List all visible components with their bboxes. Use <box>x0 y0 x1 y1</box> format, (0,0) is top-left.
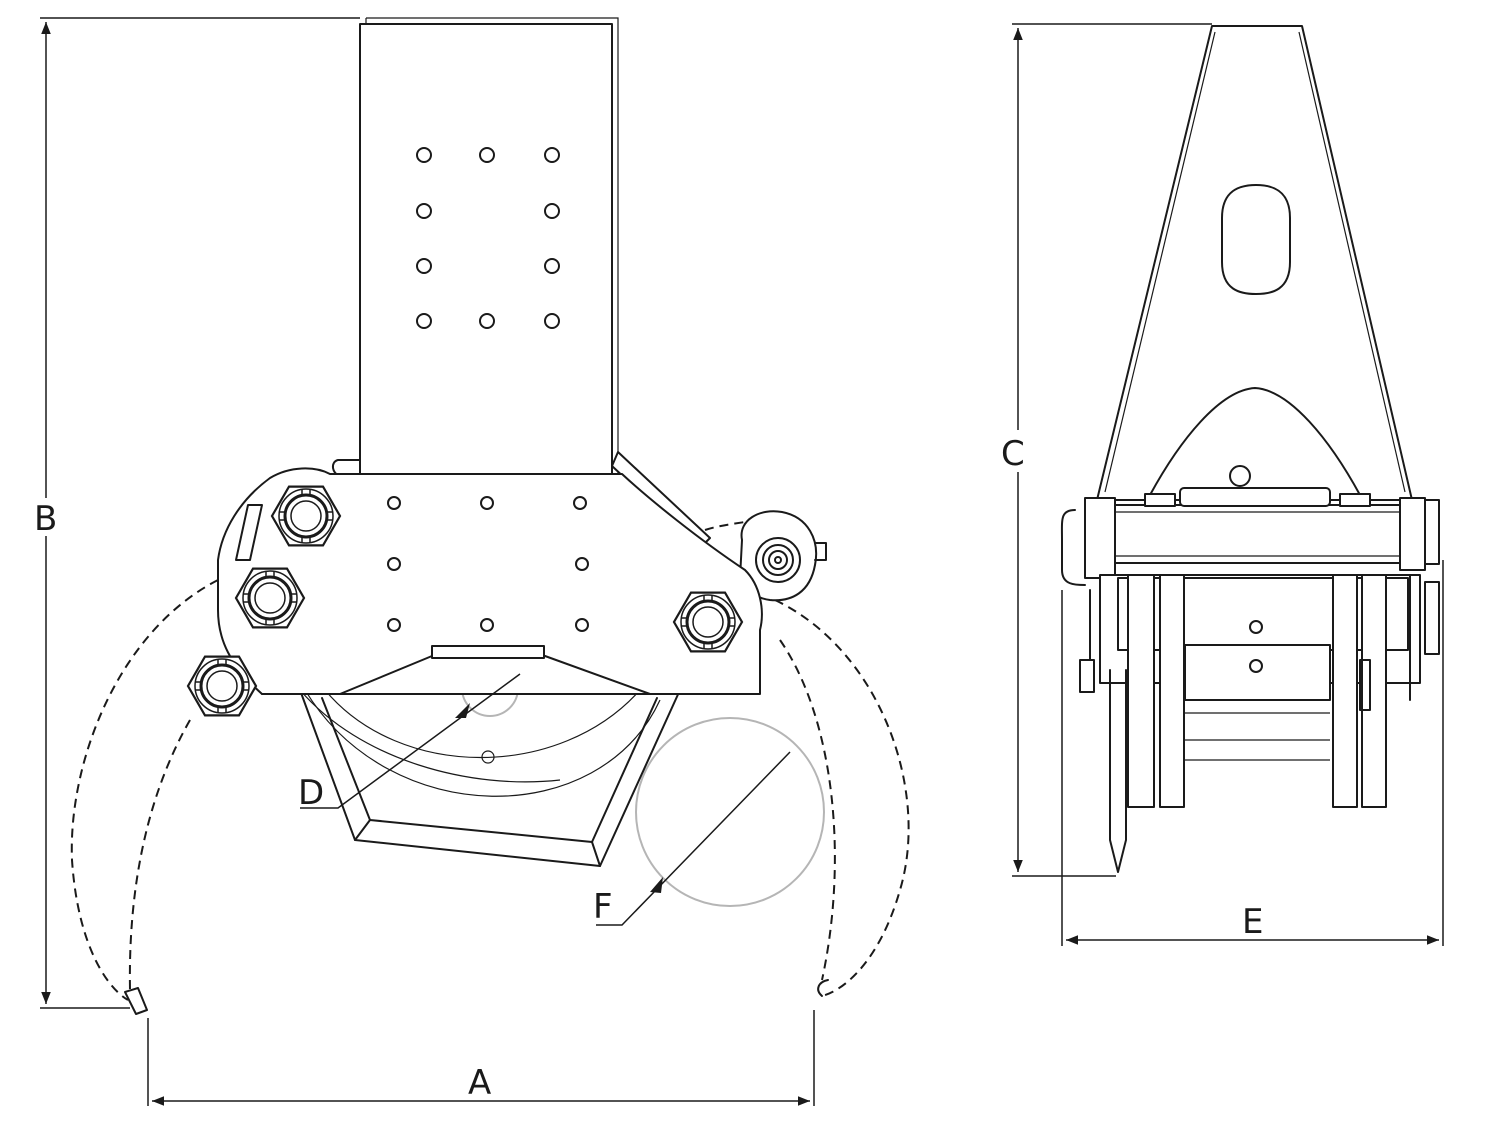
dimension-d-label: D <box>298 773 324 813</box>
body-lip <box>431 645 545 659</box>
d-leader-line <box>300 673 521 809</box>
max-log-circle <box>635 717 825 907</box>
hose-loop <box>1060 509 1086 586</box>
right-tine-tip <box>817 979 829 997</box>
arc-1 <box>324 689 641 759</box>
right-tine-inner-hidden <box>779 639 836 981</box>
stem-edge <box>365 17 619 480</box>
bolt-upper <box>1249 620 1263 634</box>
c-label-gap <box>1000 430 1036 472</box>
left-clip <box>1079 659 1095 693</box>
b-label-gap <box>32 498 62 536</box>
arc-2 <box>304 689 661 797</box>
leg-4 <box>1361 574 1387 808</box>
swivel-mid <box>762 544 794 576</box>
dimension-b-label: B <box>34 499 57 539</box>
f-leader-line <box>596 751 791 926</box>
cross-bar-lines <box>1095 511 1425 557</box>
side-plate-left <box>1084 497 1116 579</box>
hanger-slot <box>1221 184 1291 295</box>
side-plate-right <box>1399 497 1426 571</box>
lug-right <box>1339 493 1371 507</box>
stem-column <box>359 23 613 479</box>
grease-nipple <box>1229 465 1251 487</box>
dimension-a-label: A <box>468 1063 491 1103</box>
lug-left <box>1144 493 1176 507</box>
right-tine-hidden <box>774 599 910 997</box>
left-tine-hidden <box>70 579 219 1001</box>
f-leader-arrow <box>650 877 663 893</box>
body-slot <box>235 504 263 561</box>
right-cap-top <box>1424 499 1440 565</box>
jaw-corners <box>354 819 601 867</box>
arc-3 <box>299 689 561 783</box>
latch <box>1359 659 1371 711</box>
tine-edge <box>1109 669 1127 873</box>
top-cross-bar <box>1094 504 1426 564</box>
jaw-inner <box>321 697 658 843</box>
stem-holes <box>416 147 560 329</box>
frame-lines <box>1185 712 1330 761</box>
right-cap-bottom <box>1424 581 1440 655</box>
hanger-plate <box>1096 25 1413 501</box>
d-leader-arrow <box>455 703 470 718</box>
hanger-inner-edge <box>1104 31 1406 493</box>
dimension-c-label: C <box>1001 434 1025 474</box>
left-tine-inner-hidden <box>128 719 191 991</box>
swivel-inner <box>768 550 788 570</box>
dimension-e-label: E <box>1242 902 1263 942</box>
side-view: C E <box>1000 23 1444 946</box>
left-tine-tip <box>124 987 148 1015</box>
bolt-lower <box>1249 659 1263 673</box>
swivel-center <box>774 556 782 564</box>
leg-1 <box>1127 574 1155 808</box>
leg-2 <box>1159 574 1185 808</box>
cylinder-top <box>1179 487 1331 507</box>
body-holes <box>387 496 589 632</box>
leg-3 <box>1332 574 1358 808</box>
center-pin <box>481 750 495 764</box>
front-view: D F B A <box>32 17 910 1106</box>
hanger-arch <box>1149 387 1361 496</box>
dimension-f-label: F <box>593 887 613 927</box>
swivel-port <box>814 542 827 561</box>
swivel-outer <box>755 537 801 583</box>
